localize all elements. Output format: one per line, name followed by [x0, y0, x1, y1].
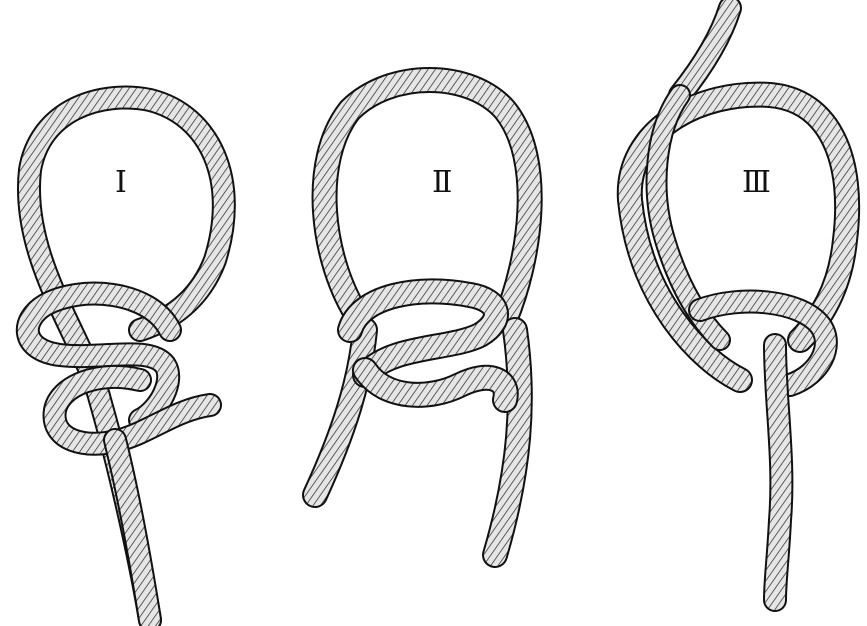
figure-3-numeral: Ⅲ [742, 165, 771, 200]
figure-1-numeral: Ⅰ [115, 165, 127, 200]
figure-3: Ⅲ [630, 8, 847, 600]
figure-3-rope [630, 8, 847, 600]
figure-2-numeral: Ⅱ [432, 165, 452, 200]
figure-2: Ⅱ [315, 80, 530, 555]
figure-2-rope [315, 80, 530, 555]
figure-1: Ⅰ [28, 98, 224, 620]
